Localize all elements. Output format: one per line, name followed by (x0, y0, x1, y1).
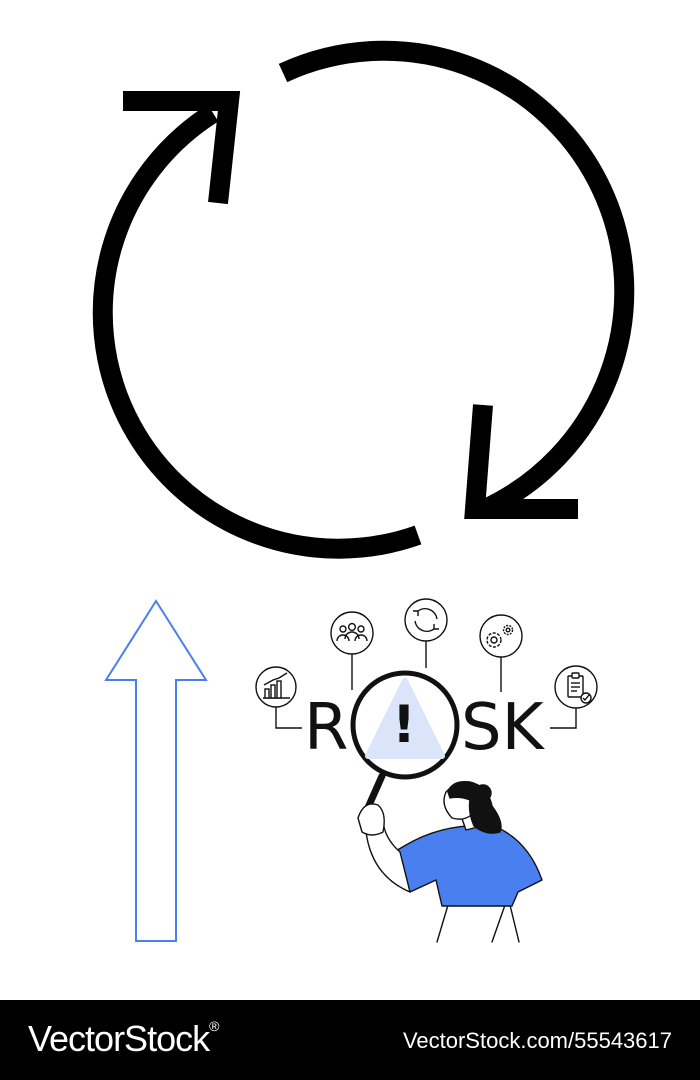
person-figure (357, 781, 543, 943)
gears-icon (479, 614, 523, 658)
warning-triangle-icon (365, 678, 445, 759)
bar-chart-icon (255, 666, 297, 708)
watermark-footer: VectorStock® VectorStock.com/55543617 (0, 1000, 700, 1080)
checklist-icon (554, 665, 598, 709)
footer-brand-name: VectorStock (28, 1018, 210, 1059)
footer-brand: VectorStock® (28, 1018, 219, 1060)
risk-illustration (92, 40, 635, 943)
cycle-arrows-icon (92, 40, 635, 559)
refresh-icon (404, 598, 448, 642)
registered-mark: ® (209, 1018, 219, 1034)
team-icon (330, 611, 374, 655)
exclamation-mark: ! (392, 695, 416, 755)
up-arrow-icon (104, 599, 208, 942)
footer-image-id: VectorStock.com/55543617 (402, 1028, 672, 1053)
connector-lines (275, 641, 577, 729)
